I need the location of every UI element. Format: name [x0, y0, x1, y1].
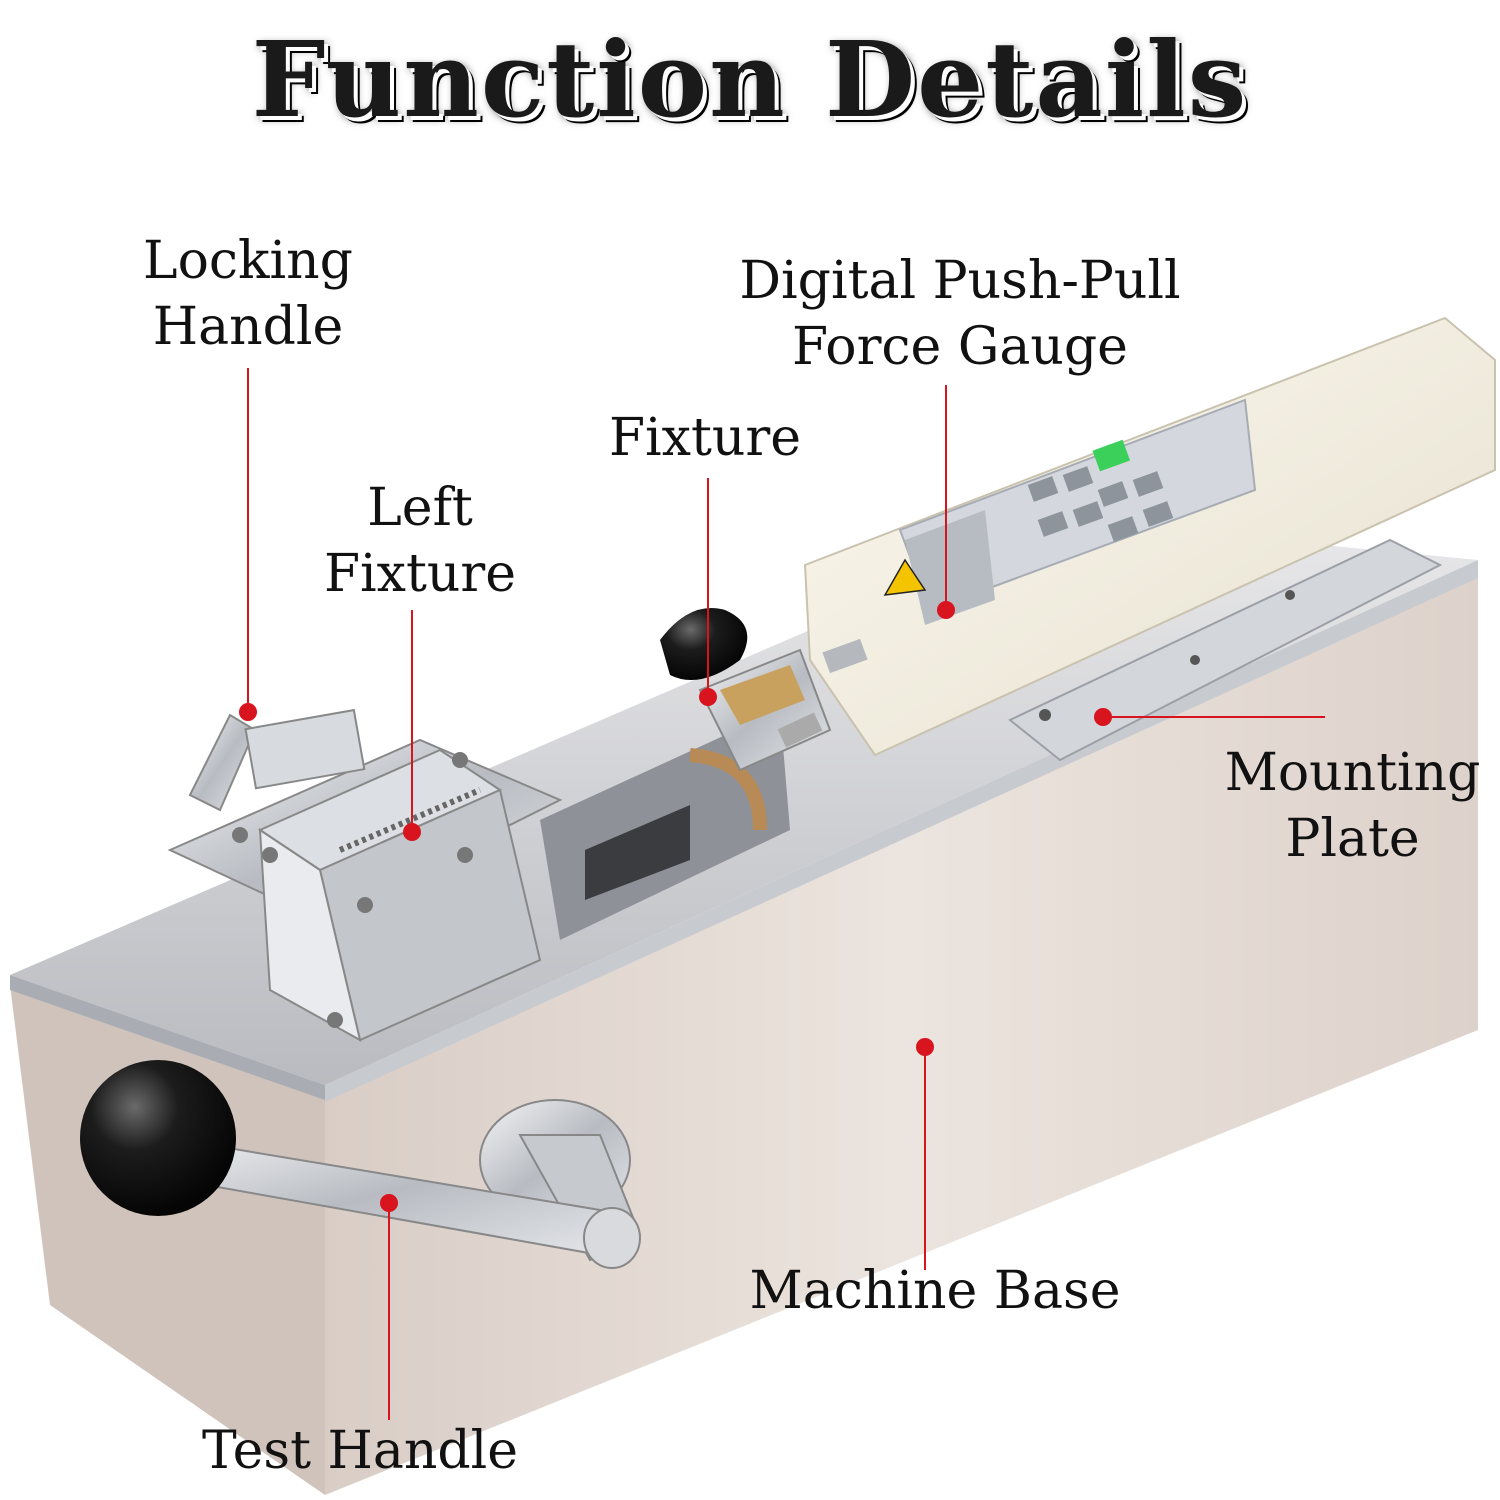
label-force-gauge: Digital Push-Pull Force Gauge: [700, 248, 1220, 380]
mounting-plate-shape: [1008, 538, 1443, 762]
test-handle-callout-dot: [380, 1194, 398, 1212]
label-fixture: Fixture: [590, 405, 820, 471]
label-force-gauge-line2: Force Gauge: [792, 317, 1128, 377]
label-left-fixture-line1: Left: [367, 478, 473, 538]
label-locking-handle-line1: Locking: [143, 231, 353, 291]
label-test-handle-line1: Test Handle: [201, 1421, 519, 1481]
label-machine-base: Machine Base: [720, 1258, 1150, 1324]
left-fixture-callout-dot: [403, 823, 421, 841]
label-mounting-plate-line2: Plate: [1285, 809, 1420, 869]
locking-handle-callout-dot: [239, 703, 257, 721]
mounting-plate-callout-dot: [1094, 708, 1112, 726]
fixture-callout-dot: [699, 688, 717, 706]
label-mounting-plate-line1: Mounting: [1224, 743, 1481, 803]
label-mounting-plate: Mounting Plate: [1210, 740, 1495, 872]
force-gauge-shape: [803, 316, 1496, 757]
label-force-gauge-line1: Digital Push-Pull: [739, 251, 1181, 311]
label-locking-handle: Locking Handle: [118, 228, 378, 360]
fixture-shape: [660, 608, 832, 772]
label-test-handle: Test Handle: [170, 1418, 550, 1484]
label-machine-base-line1: Machine Base: [749, 1261, 1121, 1321]
page-title: Function Details: [251, 18, 1249, 141]
label-left-fixture-line2: Fixture: [323, 544, 517, 604]
label-fixture-line1: Fixture: [608, 408, 802, 468]
label-locking-handle-line2: Handle: [152, 297, 344, 357]
machine-base-callout-dot: [916, 1038, 934, 1056]
left-fixture-shape: [167, 708, 563, 1042]
force-gauge-callout-dot: [937, 601, 955, 619]
label-left-fixture: Left Fixture: [300, 475, 540, 607]
center-slot: [540, 710, 790, 940]
test-handle-shape: [80, 1060, 642, 1269]
